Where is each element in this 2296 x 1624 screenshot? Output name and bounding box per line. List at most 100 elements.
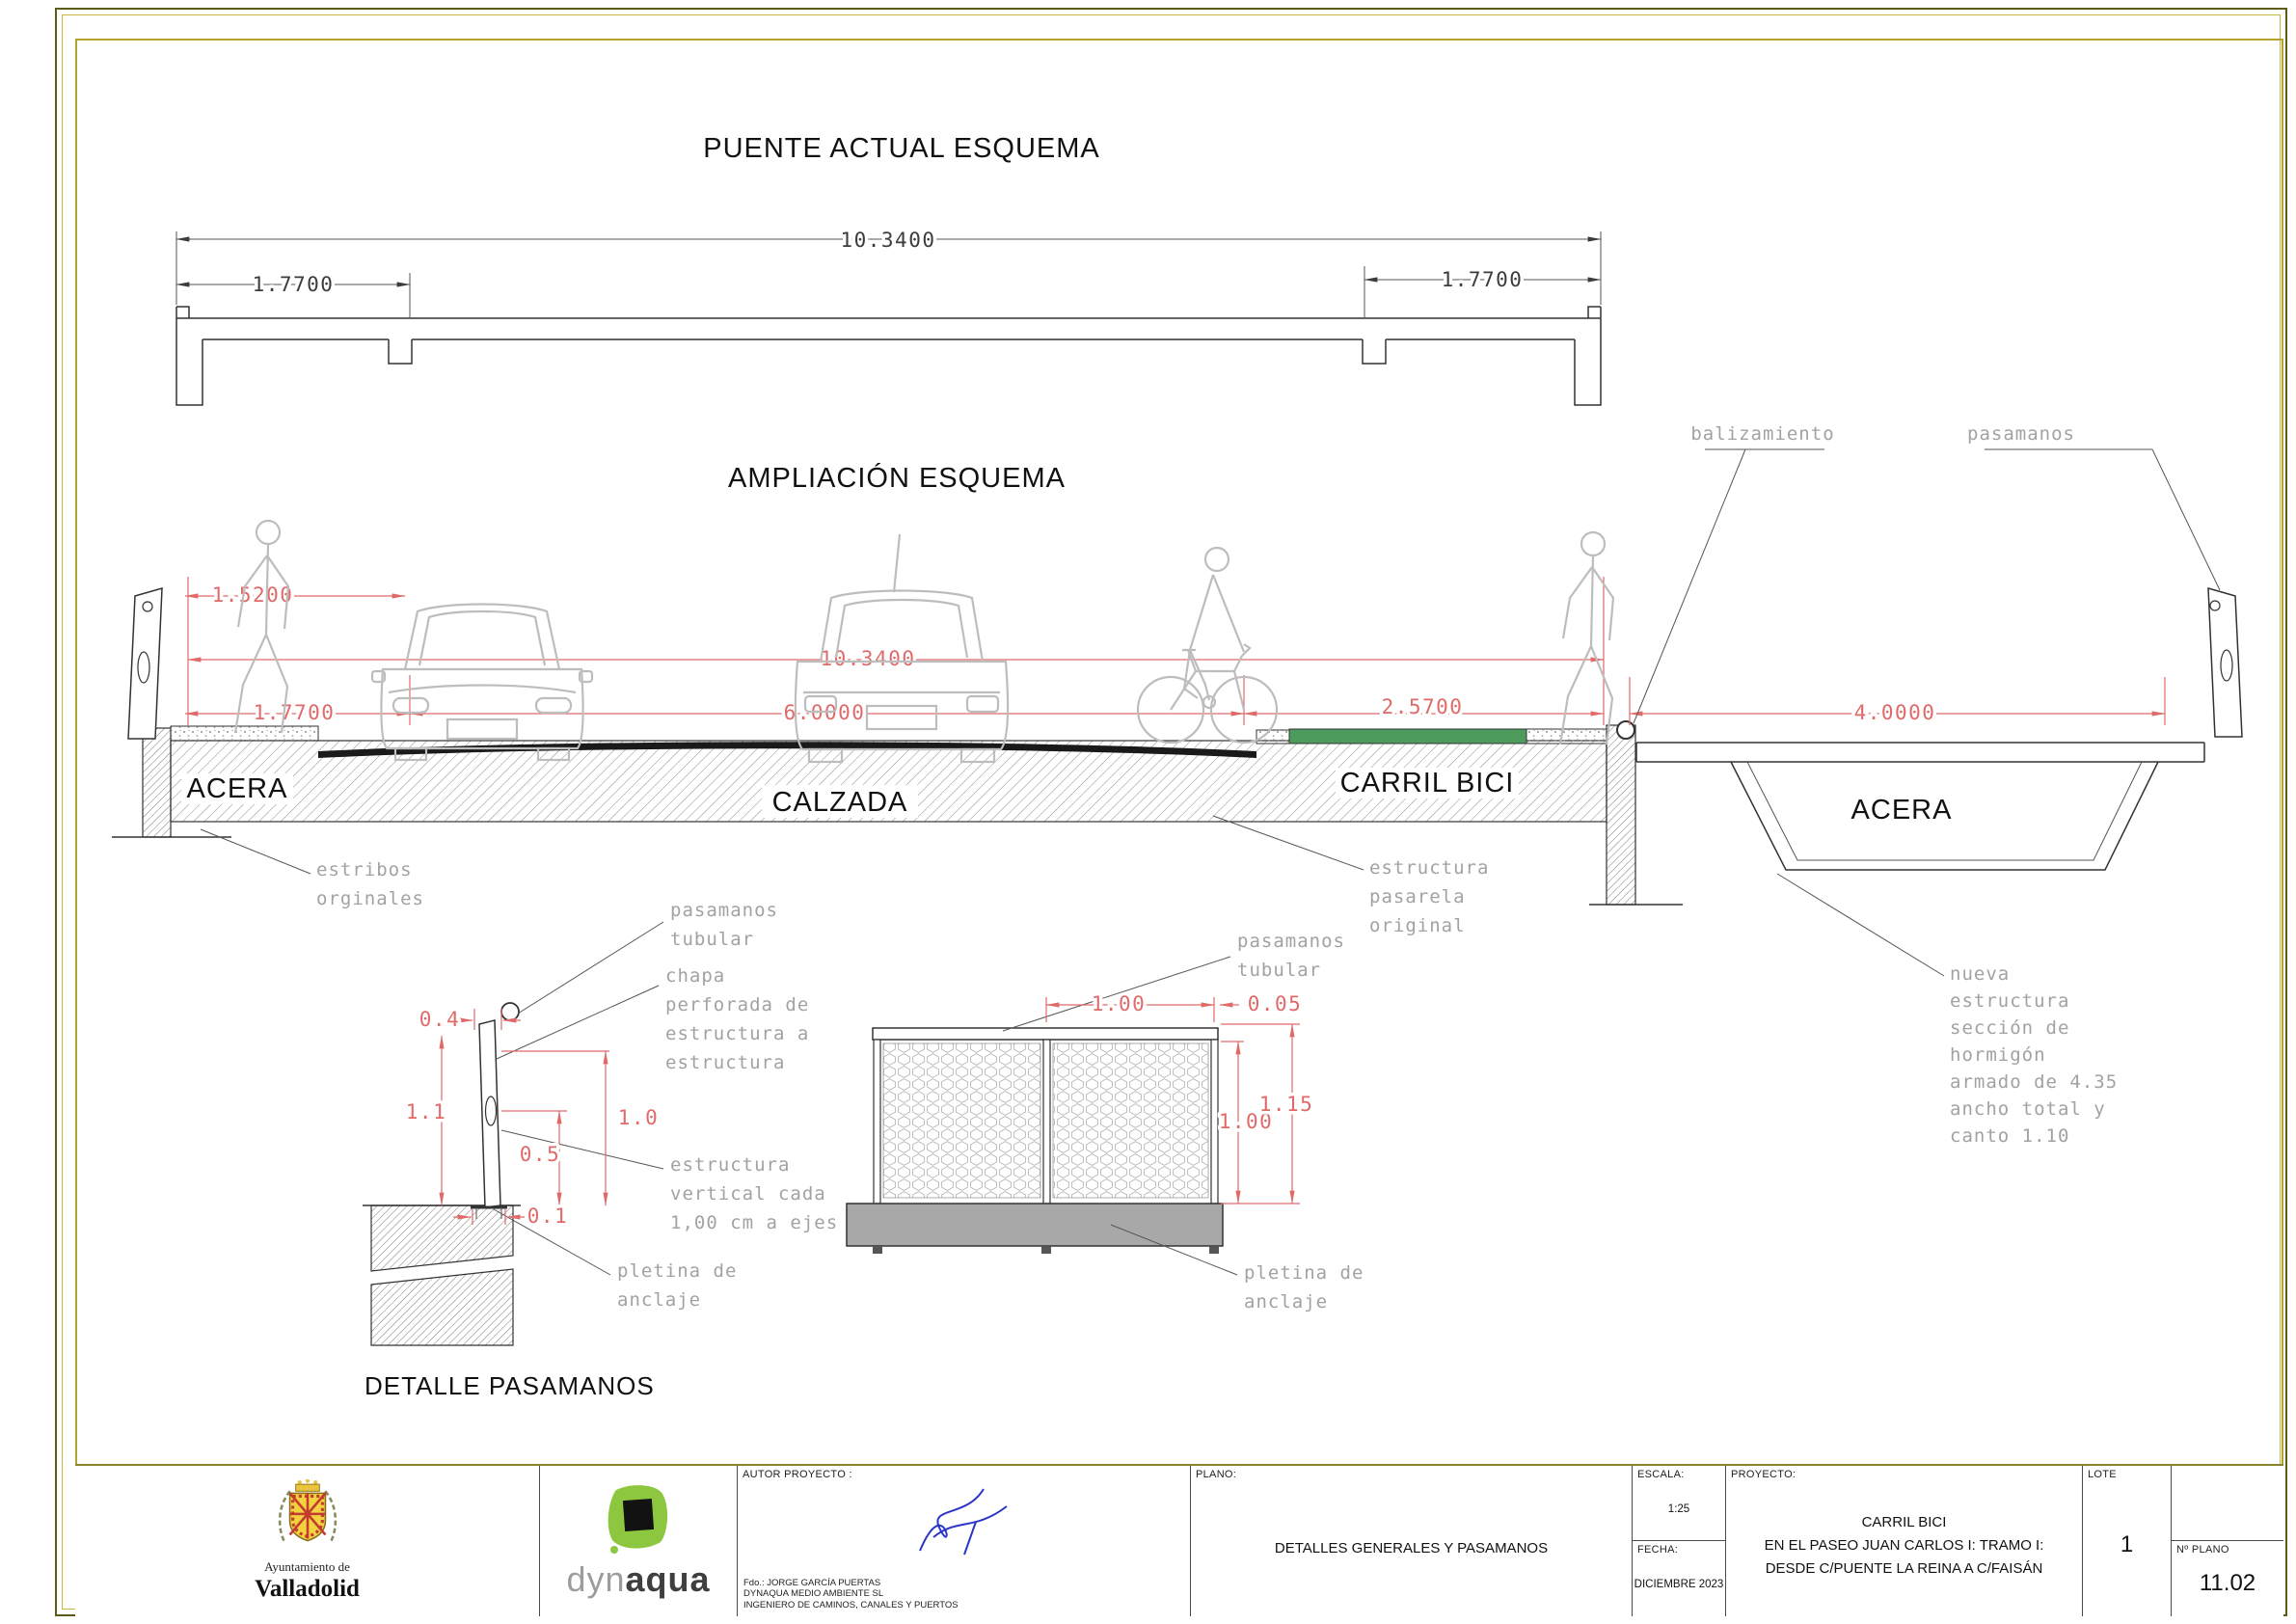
sheet-number-label: Nº PLANO <box>2176 1544 2229 1556</box>
dim-115: 1.15 <box>1259 1093 1314 1116</box>
label-estructura-3: original <box>1369 915 1466 936</box>
mesh-panel-left <box>882 1042 1041 1199</box>
plano-cell: PLANO: DETALLES GENERALES Y PASAMANOS <box>1191 1466 1633 1616</box>
label-nueva-3: sección de <box>1950 1017 2069 1039</box>
label-estructura-1: estructura <box>1369 857 1489 879</box>
dim-total: 10.3400 <box>820 647 915 670</box>
dim-11: 1.1 <box>406 1100 446 1123</box>
label-estructura-vertical-2: vertical cada <box>670 1183 826 1204</box>
label-elev-pletina-1: pletina de <box>1244 1262 1364 1284</box>
scale-value: 1:25 <box>1667 1502 1690 1515</box>
label-estribos-1: estribos <box>316 859 413 880</box>
label-chapa-1: chapa <box>665 965 725 987</box>
dim-existing-total: 10.3400 <box>840 229 935 252</box>
tubular-rail <box>500 1002 520 1021</box>
top-rail <box>872 1027 1219 1041</box>
figures <box>233 519 1615 764</box>
dim-05: 0.5 <box>520 1143 560 1166</box>
date-value: DICIEMBRE 2023 <box>1634 1579 1724 1590</box>
existing-bridge-section: 10.3400 1.7700 1.7700 <box>176 226 1602 406</box>
label-balizamiento: balizamiento <box>1690 423 1834 445</box>
ampliacion-annotations: balizamiento pasamanos estribos orginale… <box>200 423 2221 1147</box>
section-title-detalle: DETALLE PASAMANOS <box>365 1371 655 1400</box>
detail-elevation-dimensions: 1.00 0.05 1.00 1.15 <box>1045 989 1315 1204</box>
scale-date-cell: ESCALA: 1:25 FECHA: DICIEMBRE 2023 <box>1633 1466 1726 1616</box>
zone-calzada: CALZADA <box>772 787 908 818</box>
scale-row: ESCALA: 1:25 <box>1633 1466 1725 1541</box>
label-nueva-4: hormigón <box>1950 1044 2046 1066</box>
lot-value: 1 <box>2120 1531 2134 1557</box>
label-nueva-6: ancho total y <box>1950 1098 2106 1120</box>
label-chapa-3: estructura a <box>665 1023 809 1044</box>
label-elev-pasamanos-2: tubular <box>1237 960 1321 981</box>
sidewalk-left-kerb <box>170 725 319 742</box>
ayuntamiento-label: Ayuntamiento de <box>264 1559 350 1574</box>
car-front-view <box>370 603 594 762</box>
author-label: AUTOR PROYECTO : <box>743 1469 852 1480</box>
zone-carril-bici: CARRIL BICI <box>1340 768 1515 798</box>
handrail-detail-section: 0.4 1.1 1.0 0.5 0.1 pasamanos tubular ch… <box>363 900 837 1346</box>
project-title: CARRIL BICI EN EL PASEO JUAN CARLOS I: T… <box>1764 1514 2044 1577</box>
project-cell: PROYECTO: CARRIL BICI EN EL PASEO JUAN C… <box>1726 1466 2083 1616</box>
existing-bridge-dimensions: 10.3400 1.7700 1.7700 <box>176 226 1602 318</box>
label-estructura-2: pasarela <box>1369 886 1466 907</box>
sheet-number-blank <box>2172 1466 2283 1541</box>
lot-cell: LOTE 1 <box>2083 1466 2172 1616</box>
valladolid-coat-of-arms <box>278 1479 337 1542</box>
dim-005: 0.05 <box>1248 992 1303 1015</box>
right-handrail-post <box>2207 586 2243 738</box>
dim-acera-der: 4.0000 <box>1854 701 1936 724</box>
label-nueva-7: canto 1.10 <box>1950 1125 2069 1147</box>
project-label: PROYECTO: <box>1731 1469 1796 1480</box>
author-signature-lines: Fdo.: JORGE GARCÍA PUERTAS DYNAQUA MEDIO… <box>743 1577 959 1610</box>
dynaqua-wordmark: dynaqua <box>566 1559 711 1599</box>
label-chapa-2: perforada de <box>665 994 809 1015</box>
dim-height: 1.5200 <box>212 583 294 607</box>
detail-section-labels: pasamanos tubular chapa perforada de est… <box>617 900 837 1311</box>
sheet-number-row: Nº PLANO 11.02 <box>2172 1541 2283 1616</box>
original-pier <box>1606 724 1636 906</box>
date-row: FECHA: DICIEMBRE 2023 <box>1633 1541 1725 1616</box>
section-title-ampliacion: AMPLIACIÓN ESQUEMA <box>728 462 1066 494</box>
zone-labels: ACERA CALZADA CARRIL BICI ACERA <box>181 768 1959 826</box>
dim-04: 0.4 <box>419 1008 460 1031</box>
label-nueva-5: armado de 4.35 <box>1950 1071 2118 1093</box>
new-concrete-structure <box>1635 742 2205 871</box>
plano-value: DETALLES GENERALES Y PASAMANOS <box>1274 1539 1549 1556</box>
dynaqua-logo <box>608 1485 668 1554</box>
mesh-panel-right <box>1052 1042 1209 1199</box>
title-block: Ayuntamiento de Valladolid dynaqua AUTOR… <box>75 1464 2283 1616</box>
dim-10: 1.0 <box>618 1106 659 1129</box>
dynaqua-cell: dynaqua <box>540 1466 738 1616</box>
ampliacion-section: 1.5200 10.3400 1.7700 6.0000 2.5700 4.00… <box>112 423 2243 1147</box>
plano-label: PLANO: <box>1196 1469 1237 1480</box>
valladolid-label: Valladolid <box>255 1576 360 1602</box>
label-estructura-vertical-1: estructura <box>670 1154 790 1176</box>
label-elev-pasamanos-1: pasamanos <box>1237 931 1345 952</box>
dim-01: 0.1 <box>527 1204 568 1228</box>
label-estribos-2: orginales <box>316 888 424 909</box>
author-cell: AUTOR PROYECTO : Fdo.: JORGE GARCÍA PUER… <box>738 1466 1191 1616</box>
deck-structures <box>112 586 2243 906</box>
conc-base <box>846 1203 1224 1247</box>
handrail-detail-elevation: 1.00 0.05 1.00 1.15 pasamanos tubular pl… <box>846 931 1364 1313</box>
section-title-puente-actual: PUENTE ACTUAL ESQUEMA <box>703 133 1100 164</box>
dim-acera-izq: 1.7700 <box>254 701 336 724</box>
zone-acera-left: ACERA <box>187 773 288 804</box>
date-label: FECHA: <box>1637 1544 1679 1556</box>
left-abutment <box>142 727 172 838</box>
asphalt-layer <box>318 742 1256 758</box>
scale-label: ESCALA: <box>1637 1469 1685 1480</box>
label-elev-pletina-2: anclaje <box>1244 1291 1328 1313</box>
label-nueva-1: nueva <box>1950 963 2010 985</box>
label-chapa-4: estructura <box>665 1052 785 1073</box>
cyclist-figure <box>1136 546 1279 744</box>
dim-existing-left: 1.7700 <box>253 273 335 296</box>
dim-100-right: 1.00 <box>1219 1110 1274 1133</box>
detail-section-dimensions: 0.4 1.1 1.0 0.5 0.1 <box>402 1005 661 1232</box>
sheet-number-value: 11.02 <box>2199 1570 2256 1596</box>
dim-carril-bici: 2.5700 <box>1382 695 1464 718</box>
valladolid-cell: Ayuntamiento de Valladolid <box>75 1466 540 1616</box>
